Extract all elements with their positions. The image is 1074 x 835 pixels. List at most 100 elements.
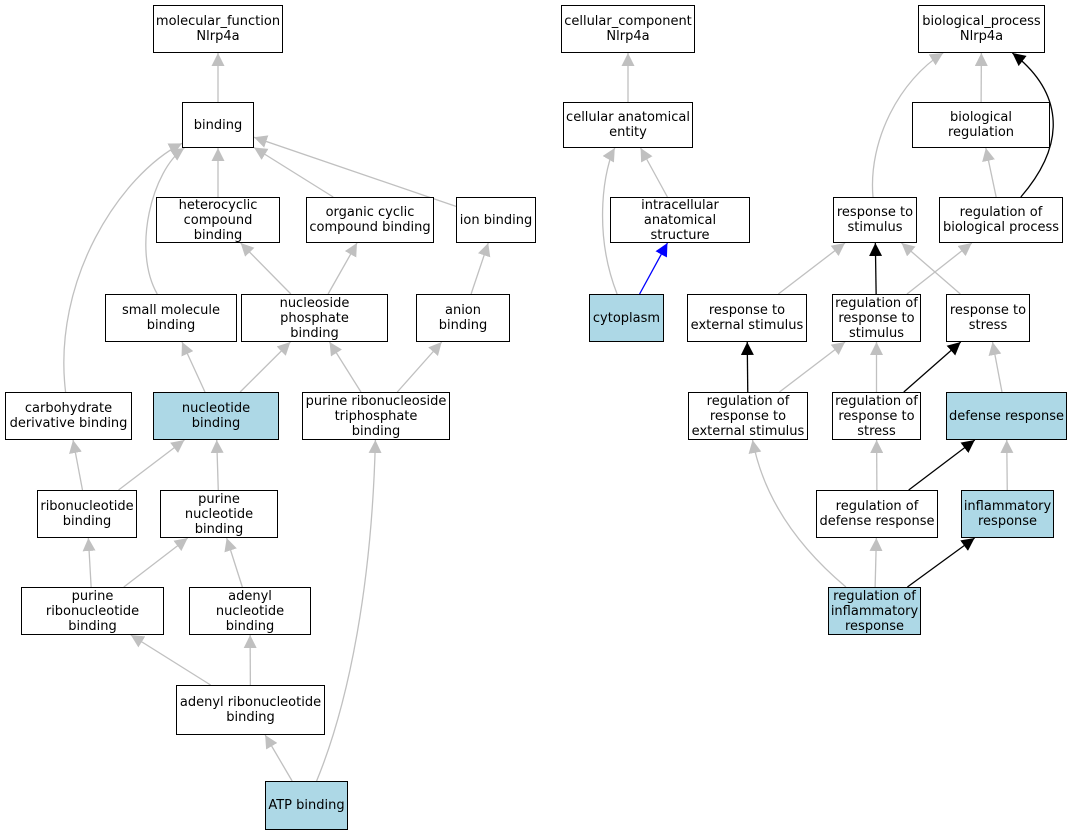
term-node-binding[interactable]: binding bbox=[182, 102, 254, 148]
term-node-atp[interactable]: ATP binding bbox=[265, 781, 348, 830]
term-node-adenyl-ribo[interactable]: adenyl ribonucleotide binding bbox=[176, 685, 325, 735]
term-label: regulation of response to stress bbox=[835, 393, 918, 439]
term-label: regulation of defense response bbox=[819, 499, 935, 529]
edge-is_a-ribonuc-to-nucleotide bbox=[118, 439, 185, 491]
term-label: biological regulation bbox=[947, 110, 1015, 140]
edge-is_a-purine_rnst-to-nuc_phos bbox=[329, 341, 362, 393]
term-label: adenyl nucleotide binding bbox=[215, 588, 285, 634]
term-label: adenyl ribonucleotide binding bbox=[179, 695, 322, 725]
term-label: nucleotide binding bbox=[181, 401, 251, 431]
edge-is_a-atp-to-purine_rnst bbox=[316, 439, 382, 782]
edge-is_a-adenyl_nuc-to-purine_nuc bbox=[224, 537, 243, 588]
term-node-nucleotide[interactable]: nucleotide binding bbox=[153, 392, 279, 440]
edge-is_a-nucleotide-to-nuc_phos bbox=[239, 341, 291, 393]
term-node-resp-ext[interactable]: response to external stimulus bbox=[687, 294, 807, 342]
edge-is_a-resp_stress-to-resp_stim bbox=[901, 242, 961, 295]
term-label: organic cyclic compound binding bbox=[309, 205, 431, 235]
edge-is_a-small_mol-to-binding bbox=[145, 147, 185, 295]
term-label: small molecule binding bbox=[122, 303, 220, 333]
term-node-reg-resp-ext[interactable]: regulation of response to external stimu… bbox=[688, 392, 808, 440]
term-node-anion[interactable]: anion binding bbox=[416, 294, 510, 342]
term-node-organic[interactable]: organic cyclic compound binding bbox=[306, 197, 434, 243]
edge-is_a-carb-to-binding bbox=[63, 142, 183, 393]
edge-is_a-purine_ribo-to-purine_nuc bbox=[123, 537, 189, 588]
edge-is_a-organic-to-binding bbox=[253, 146, 334, 198]
term-label: intracellular anatomical structure bbox=[641, 197, 719, 243]
term-label: anion binding bbox=[438, 303, 488, 333]
edge-is_a-adenyl_ribo-to-purine_ribo bbox=[130, 634, 211, 686]
edge-is_a-reg_bp-to-bio_reg bbox=[982, 147, 997, 198]
edge-is_a-cytoplasm-to-cae bbox=[601, 147, 618, 295]
term-node-purine-nuc[interactable]: purine nucleotide binding bbox=[160, 490, 278, 538]
edge-is_a-defense-to-resp_stress bbox=[988, 341, 1003, 393]
term-label: ribonucleotide binding bbox=[40, 499, 134, 529]
term-label: cytoplasm bbox=[592, 310, 661, 326]
edge-is_a-anion-to-ion bbox=[470, 242, 491, 295]
term-label: regulation of inflammatory response bbox=[830, 588, 919, 634]
term-label: regulation of biological process bbox=[942, 205, 1060, 235]
edge-regulates-reg_resp_ext-to-resp_ext bbox=[740, 341, 754, 393]
edge-regulates-reg_resp_stress-to-resp_stress bbox=[903, 341, 962, 393]
edge-is_a-resp_stim-to-bp_root bbox=[871, 52, 944, 198]
term-label: purine nucleotide binding bbox=[184, 491, 254, 537]
term-label: regulation of response to external stimu… bbox=[691, 393, 805, 439]
term-node-purine-ribo[interactable]: purine ribonucleotide binding bbox=[21, 587, 164, 635]
term-node-ribonuc[interactable]: ribonucleotide binding bbox=[37, 490, 137, 538]
term-label: biological_process Nlrp4a bbox=[922, 14, 1041, 44]
term-node-bio-reg[interactable]: biological regulation bbox=[912, 102, 1050, 148]
edge-is_a-reg_inflam-to-reg_defense bbox=[869, 537, 883, 588]
edge-regulates-reg_defense-to-defense bbox=[908, 439, 976, 491]
term-node-reg-defense[interactable]: regulation of defense response bbox=[816, 490, 938, 538]
edge-is_a-purine_rnst-to-anion bbox=[396, 341, 443, 393]
edge-is_a-ribonuc-to-carb bbox=[69, 439, 84, 491]
term-label: purine ribonucleotide binding bbox=[45, 588, 140, 634]
edge-is_a-reg_resp_ext-to-reg_resp_stim bbox=[779, 341, 846, 393]
term-node-mf-root[interactable]: molecular_function Nlrp4a bbox=[153, 5, 283, 53]
edge-is_a-nucleotide-to-small_mol bbox=[181, 341, 206, 393]
term-node-reg-bp[interactable]: regulation of biological process bbox=[939, 197, 1063, 243]
term-label: response to external stimulus bbox=[690, 303, 804, 333]
edge-is_a-nuc_phos-to-hetero bbox=[240, 242, 292, 295]
term-node-bp-root[interactable]: biological_process Nlrp4a bbox=[918, 5, 1045, 53]
edge-part_of-cytoplasm-to-ias bbox=[639, 242, 669, 295]
term-label: heterocyclic compound binding bbox=[178, 197, 258, 243]
term-node-defense[interactable]: defense response bbox=[946, 392, 1067, 440]
term-node-purine-rnst[interactable]: purine ribonucleoside triphosphate bindi… bbox=[302, 392, 450, 440]
edge-is_a-inflam-to-defense bbox=[1000, 439, 1014, 491]
term-label: regulation of response to stimulus bbox=[835, 295, 918, 341]
term-label: ion binding bbox=[459, 212, 533, 228]
term-label: purine ribonucleoside triphosphate bindi… bbox=[305, 393, 447, 439]
term-node-cae[interactable]: cellular anatomical entity bbox=[563, 102, 693, 148]
term-node-hetero[interactable]: heterocyclic compound binding bbox=[156, 197, 280, 243]
term-node-adenyl-nuc[interactable]: adenyl nucleotide binding bbox=[189, 587, 311, 635]
term-node-inflam[interactable]: inflammatory response bbox=[961, 490, 1054, 538]
term-node-resp-stress[interactable]: response to stress bbox=[946, 294, 1030, 342]
term-node-reg-inflam[interactable]: regulation of inflammatory response bbox=[828, 587, 921, 635]
edge-is_a-purine_nuc-to-nucleotide bbox=[210, 439, 224, 491]
term-label: nucleoside phosphate binding bbox=[279, 295, 350, 341]
term-label: defense response bbox=[949, 408, 1065, 424]
edge-is_a-reg_resp_stim-to-reg_bp bbox=[906, 242, 973, 295]
edge-is_a-nuc_phos-to-organic bbox=[327, 242, 358, 295]
edge-is_a-reg_inflam-to-reg_resp_ext bbox=[748, 439, 847, 588]
edge-is_a-atp-to-adenyl_ribo bbox=[264, 734, 293, 782]
term-node-reg-resp-stress[interactable]: regulation of response to stress bbox=[832, 392, 921, 440]
term-node-ias[interactable]: intracellular anatomical structure bbox=[610, 197, 750, 243]
term-label: molecular_function Nlrp4a bbox=[155, 14, 281, 44]
term-node-cytoplasm[interactable]: cytoplasm bbox=[589, 294, 664, 342]
term-node-reg-resp-stim[interactable]: regulation of response to stimulus bbox=[832, 294, 921, 342]
term-node-nuc-phos[interactable]: nucleoside phosphate binding bbox=[241, 294, 388, 342]
term-node-small-mol[interactable]: small molecule binding bbox=[105, 294, 237, 342]
edge-regulates-reg_resp_stim-to-resp_stim bbox=[869, 242, 883, 295]
edge-regulates-reg_inflam-to-inflam bbox=[907, 537, 975, 588]
term-node-cc-root[interactable]: cellular_component Nlrp4a bbox=[561, 5, 695, 53]
term-node-carb[interactable]: carbohydrate derivative binding bbox=[5, 392, 132, 440]
term-node-ion[interactable]: ion binding bbox=[456, 197, 536, 243]
term-label: binding bbox=[193, 117, 243, 133]
term-label: response to stimulus bbox=[836, 205, 914, 235]
edge-is_a-purine_ribo-to-ribonuc bbox=[82, 537, 96, 588]
term-label: inflammatory response bbox=[963, 499, 1052, 529]
term-node-resp-stim[interactable]: response to stimulus bbox=[833, 197, 917, 243]
